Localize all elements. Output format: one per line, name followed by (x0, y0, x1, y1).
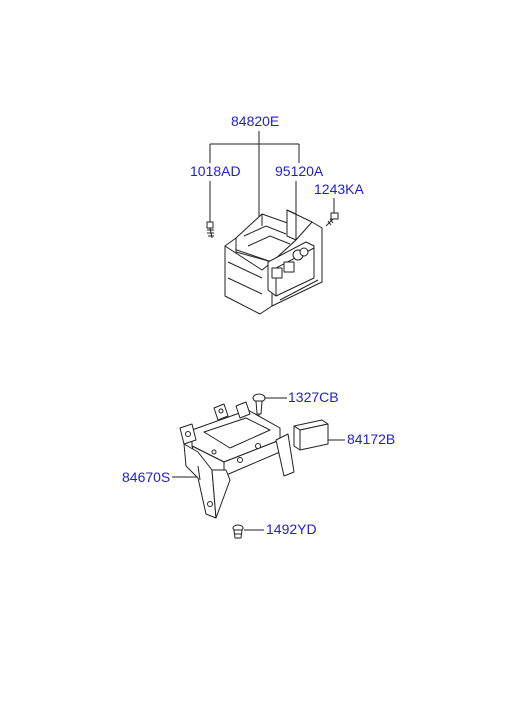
label-95120A[interactable]: 95120A (275, 163, 324, 179)
label-1492YD[interactable]: 1492YD (266, 521, 317, 537)
label-84670S[interactable]: 84670S (122, 469, 170, 485)
clip-1492YD-icon[interactable] (232, 524, 244, 539)
label-84820E[interactable]: 84820E (231, 113, 279, 129)
label-1327CB[interactable]: 1327CB (288, 389, 339, 405)
label-1018AD[interactable]: 1018AD (190, 163, 241, 179)
bolt-1018AD-icon[interactable] (206, 221, 214, 239)
bolt-1243KA-icon[interactable] (325, 212, 339, 227)
leader-lines-lower (172, 397, 345, 531)
label-1243KA[interactable]: 1243KA (314, 181, 364, 197)
clip-1327CB-icon[interactable] (252, 393, 266, 444)
ecu-cover-84820E-icon[interactable] (224, 209, 323, 315)
label-84172B[interactable]: 84172B (347, 431, 395, 447)
module-84172B-icon[interactable] (293, 419, 329, 451)
bracket-84670S-icon[interactable] (179, 401, 295, 519)
